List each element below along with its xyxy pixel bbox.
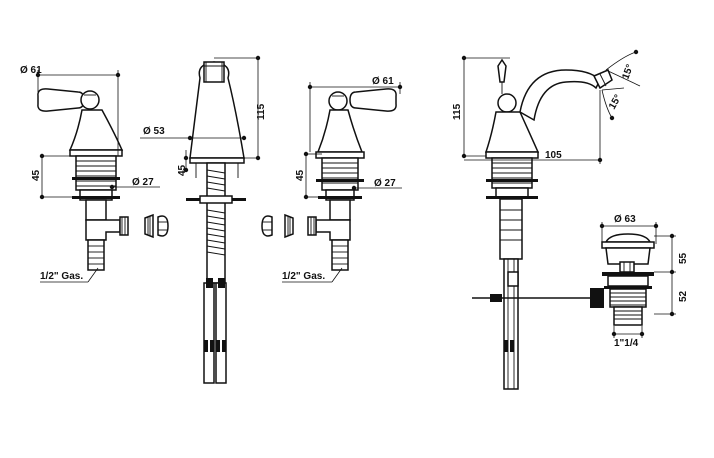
right-valve-height: 45	[295, 169, 306, 181]
drain-height-upper: 55	[678, 252, 689, 264]
right-valve-dia-top: Ø 61	[372, 76, 394, 87]
spout-height: 115	[256, 103, 267, 120]
bidet-angle-lower: 15°	[607, 93, 624, 112]
spout: Ø 53 115 45	[140, 55, 267, 384]
drain-dia: Ø 63	[614, 214, 636, 225]
right-valve: Ø 61 45 Ø 27 1/2" Gas.	[261, 76, 403, 283]
drain-waste: Ø 63 55 52 1"1/4	[599, 214, 689, 349]
left-valve: Ø 61 45 Ø 27 1/2" Gas.	[20, 65, 169, 283]
left-valve-dia-top: Ø 61	[20, 65, 42, 76]
left-valve-dia-base: Ø 27	[132, 177, 154, 188]
bidet-length: 105	[545, 150, 562, 161]
right-valve-dia-base: Ø 27	[374, 178, 396, 189]
bidet-mixer: 115 105 15° 15°	[452, 49, 641, 390]
left-valve-thread: 1/2" Gas.	[40, 271, 83, 282]
right-valve-thread: 1/2" Gas.	[282, 271, 325, 282]
bidet-height: 115	[452, 103, 463, 120]
spout-dia: Ø 53	[143, 126, 165, 137]
drain-thread: 1"1/4	[614, 338, 639, 349]
spout-small: 45	[177, 164, 188, 176]
bidet-angle-upper: 15°	[620, 63, 636, 81]
left-valve-height: 45	[31, 169, 42, 181]
drain-height-lower: 52	[678, 290, 689, 302]
